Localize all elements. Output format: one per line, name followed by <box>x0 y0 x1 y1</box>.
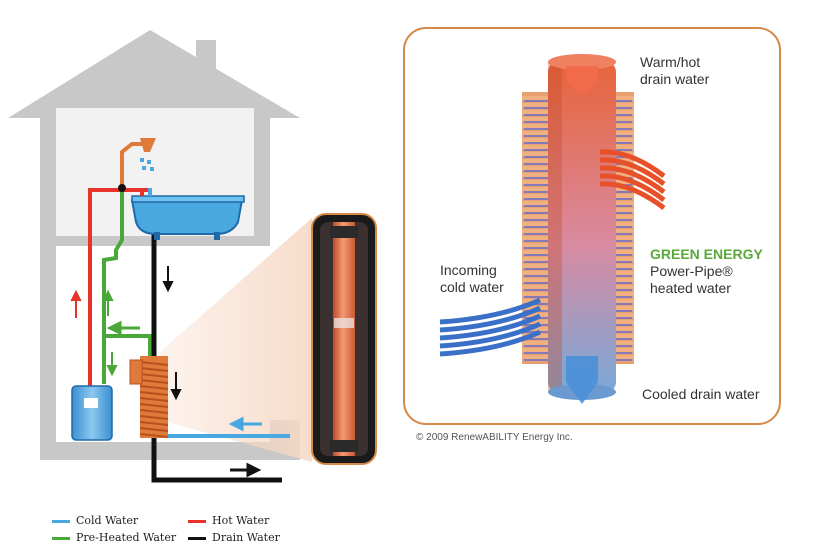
legend-swatch-cold <box>52 519 70 523</box>
legend-label-drain: Drain Water <box>212 531 280 544</box>
legend-label-cold: Cold Water <box>76 514 139 527</box>
shower-head-icon <box>140 138 156 171</box>
chimney <box>196 40 216 80</box>
flow-arrows <box>70 266 262 478</box>
legend-label-preheated: Pre-Heated Water <box>76 531 177 544</box>
drain-flow-arrow-3 <box>230 462 262 478</box>
preheated-flow-arrow-down <box>106 352 118 377</box>
hot-flow-arrow <box>70 289 82 318</box>
cold-water-inlet-coils <box>439 297 542 357</box>
incoming-cold-label: Incoming cold water <box>440 262 504 296</box>
copyright-text: © 2009 RenewABILITY Energy Inc. <box>416 432 573 443</box>
preheated-flow-arrow-up <box>102 289 114 316</box>
bathtub-icon <box>130 188 245 240</box>
power-pipe-cutaway <box>522 54 634 400</box>
incoming-line2: cold water <box>440 279 504 295</box>
water-heater-tank-icon <box>71 385 113 441</box>
pipe-photo-inset <box>311 213 377 465</box>
legend-item-cold: Cold Water <box>52 514 138 527</box>
preheated-flow-arrow-left <box>106 320 140 336</box>
warm-drain-line1: Warm/hot <box>640 54 701 70</box>
legend-label-hot: Hot Water <box>212 514 270 527</box>
drain-flow-arrow-2 <box>170 372 182 401</box>
power-pipe-label: GREEN ENERGY Power-Pipe® heated water <box>650 246 763 297</box>
legend-swatch-hot <box>188 519 206 523</box>
cooled-drain-label: Cooled drain water <box>642 386 760 402</box>
legend-swatch-drain <box>188 536 206 540</box>
legend-item-hot: Hot Water <box>188 514 269 527</box>
shower-pipe <box>120 142 144 188</box>
legend-swatch-preheated <box>52 536 70 540</box>
power-pipe-small <box>129 356 169 438</box>
legend-item-drain: Drain Water <box>188 531 280 544</box>
heated-water-label: heated water <box>650 280 731 296</box>
brand-label: GREEN ENERGY <box>650 246 763 262</box>
warm-drain-label: Warm/hot drain water <box>640 54 709 88</box>
cold-flow-arrow <box>228 416 262 432</box>
preheated-water-pipe <box>102 188 152 384</box>
incoming-line1: Incoming <box>440 262 497 278</box>
warm-drain-arrow-icon <box>566 66 598 96</box>
cooled-drain-arrow-icon <box>566 356 598 404</box>
heated-water-outlet-coils <box>599 149 666 210</box>
drain-water-pipe <box>151 232 282 483</box>
pipe-junction <box>118 184 126 192</box>
legend-item-preheated: Pre-Heated Water <box>52 531 176 544</box>
ground-base <box>40 442 300 460</box>
warm-drain-line2: drain water <box>640 71 710 87</box>
product-label: Power-Pipe® <box>650 263 733 279</box>
drain-flow-arrow-1 <box>162 266 174 293</box>
magnifier-beam <box>160 218 312 462</box>
